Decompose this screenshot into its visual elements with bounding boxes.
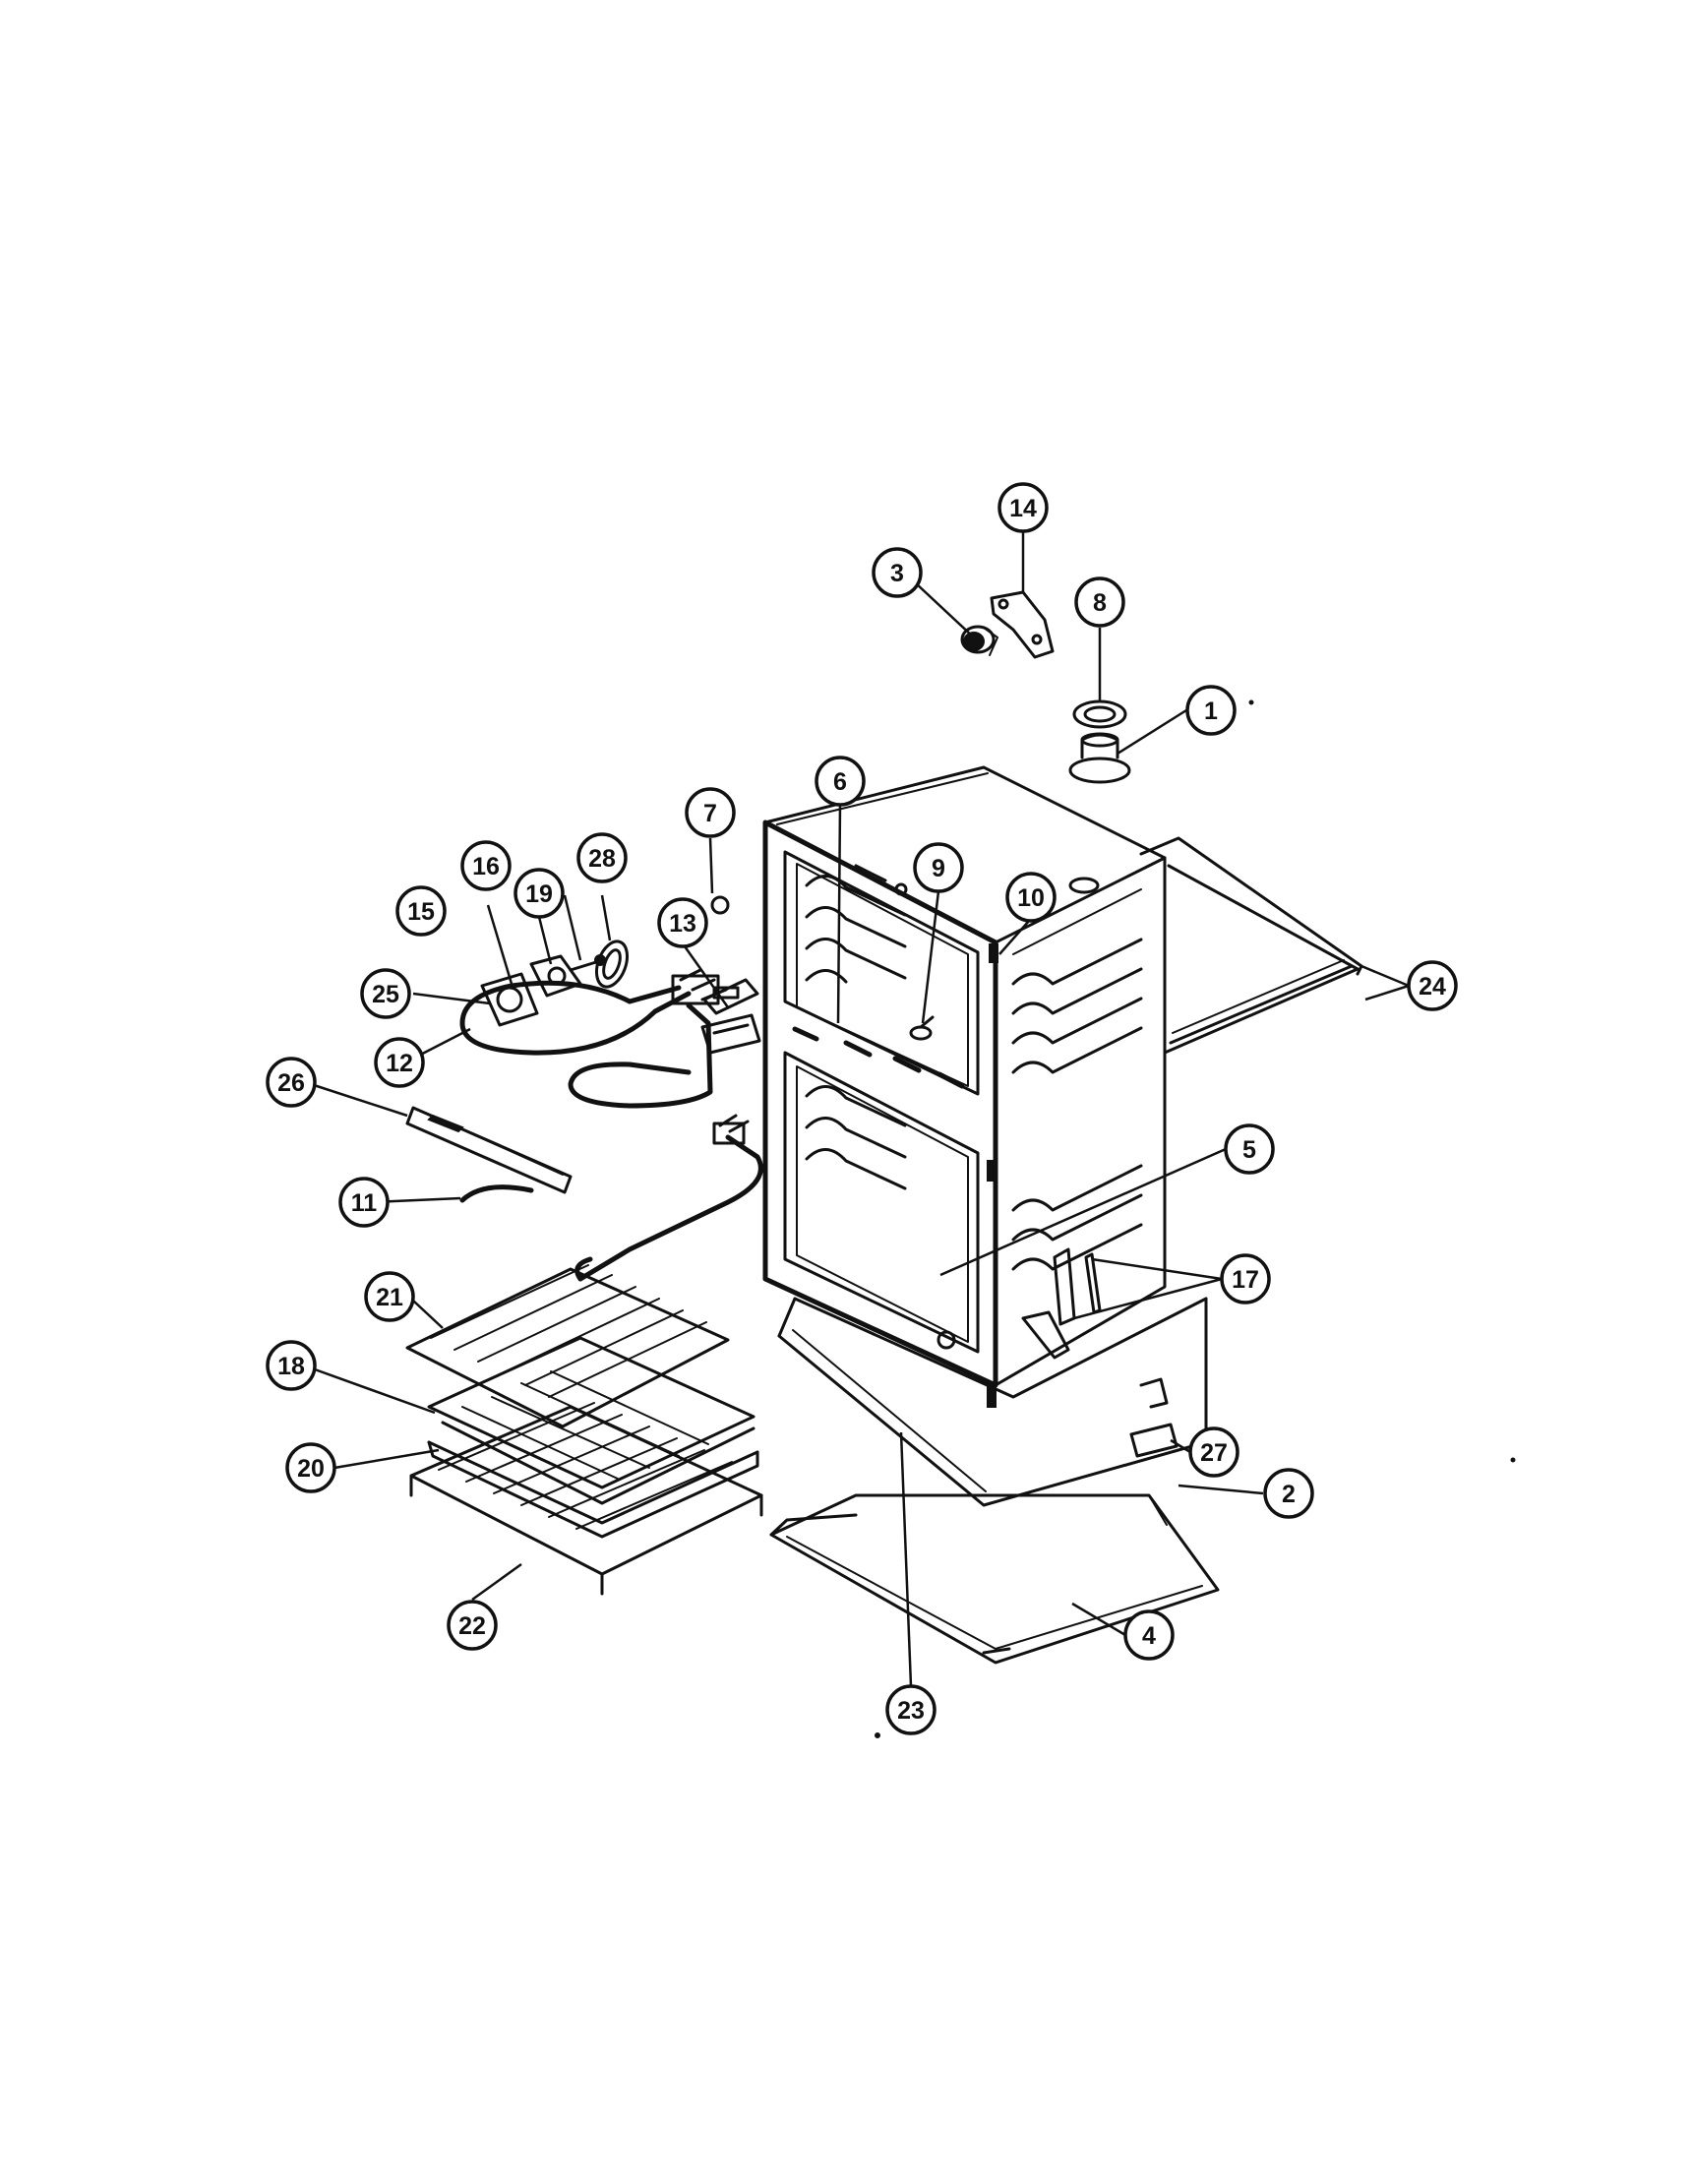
callout-27: 27 [1188,1426,1239,1478]
svg-text:14: 14 [1009,495,1037,522]
callout-6: 6 [815,756,866,807]
callout-16: 16 [460,840,512,891]
callout-21: 21 [364,1271,415,1322]
svg-text:7: 7 [703,800,717,827]
oven-cabinet [762,765,1167,1408]
selector-switch [480,954,606,1027]
svg-text:16: 16 [472,853,500,880]
callout-12: 12 [374,1037,425,1088]
svg-text:22: 22 [458,1612,486,1640]
callout-15: 15 [395,885,447,937]
callout-2: 2 [1263,1468,1314,1519]
callout-7: 7 [685,787,736,838]
oven-bottom [777,1297,1208,1507]
callout-9: 9 [913,842,964,893]
callout-28: 28 [576,832,628,883]
callout-18: 18 [266,1340,317,1391]
callouts: 1 2 3 4 5 6 7 8 9 10 11 12 13 14 15 16 1… [266,482,1458,1735]
terminal-block [700,1013,761,1055]
callout-1: 1 [1185,685,1237,736]
svg-text:26: 26 [277,1069,305,1097]
svg-text:3: 3 [890,560,904,587]
oven-rack-upper [405,1264,730,1428]
broil-element [459,968,728,1109]
plug [710,895,730,915]
element-terminal-cover [702,978,759,1015]
svg-text:5: 5 [1242,1136,1256,1164]
mounting-bracket [990,590,1055,659]
broil-pan-grid [427,1336,755,1505]
bottom-bracket [1129,1377,1178,1458]
svg-text:21: 21 [376,1284,403,1311]
svg-text:19: 19 [525,880,553,908]
svg-text:12: 12 [386,1050,413,1077]
gasket-ring [1072,699,1127,729]
callout-20: 20 [285,1442,336,1493]
scan-specks [875,699,1516,1738]
callout-22: 22 [447,1600,498,1651]
svg-text:11: 11 [351,1189,378,1217]
svg-text:8: 8 [1093,589,1107,617]
svg-text:17: 17 [1232,1266,1259,1294]
callout-24: 24 [1407,960,1458,1011]
svg-text:2: 2 [1282,1481,1296,1508]
svg-text:27: 27 [1200,1439,1228,1467]
svg-text:6: 6 [833,768,847,796]
callout-13: 13 [657,897,708,948]
svg-text:18: 18 [277,1353,305,1380]
callout-11: 11 [338,1177,390,1228]
svg-text:25: 25 [372,981,399,1008]
callout-25: 25 [360,968,411,1019]
bake-element [459,1114,763,1282]
oven-rack-lower [409,1402,763,1596]
svg-text:13: 13 [669,910,696,938]
knob-gasket [594,940,630,989]
svg-text:24: 24 [1419,973,1446,1001]
svg-text:9: 9 [932,855,945,882]
callout-5: 5 [1224,1123,1275,1175]
leader-lines [310,531,1410,1687]
callout-23: 23 [885,1684,937,1735]
callout-17: 17 [1220,1253,1271,1304]
svg-text:28: 28 [588,845,616,873]
callout-3: 3 [872,547,923,598]
svg-text:23: 23 [897,1697,925,1725]
svg-text:10: 10 [1017,884,1045,912]
callout-10: 10 [1005,872,1057,923]
svg-text:20: 20 [297,1455,325,1483]
callout-19: 19 [514,868,565,919]
thermostat-knob [960,625,998,656]
callout-14: 14 [997,482,1049,533]
callout-8: 8 [1074,576,1125,628]
svg-text:15: 15 [407,898,435,926]
element-shield [405,1106,573,1194]
svg-text:1: 1 [1204,698,1218,725]
callout-26: 26 [266,1057,317,1108]
side-panel [1139,836,1363,1055]
bottom-tray [769,1493,1220,1665]
vent-tube [1068,732,1131,784]
svg-text:4: 4 [1142,1622,1156,1650]
callout-4: 4 [1123,1609,1175,1661]
